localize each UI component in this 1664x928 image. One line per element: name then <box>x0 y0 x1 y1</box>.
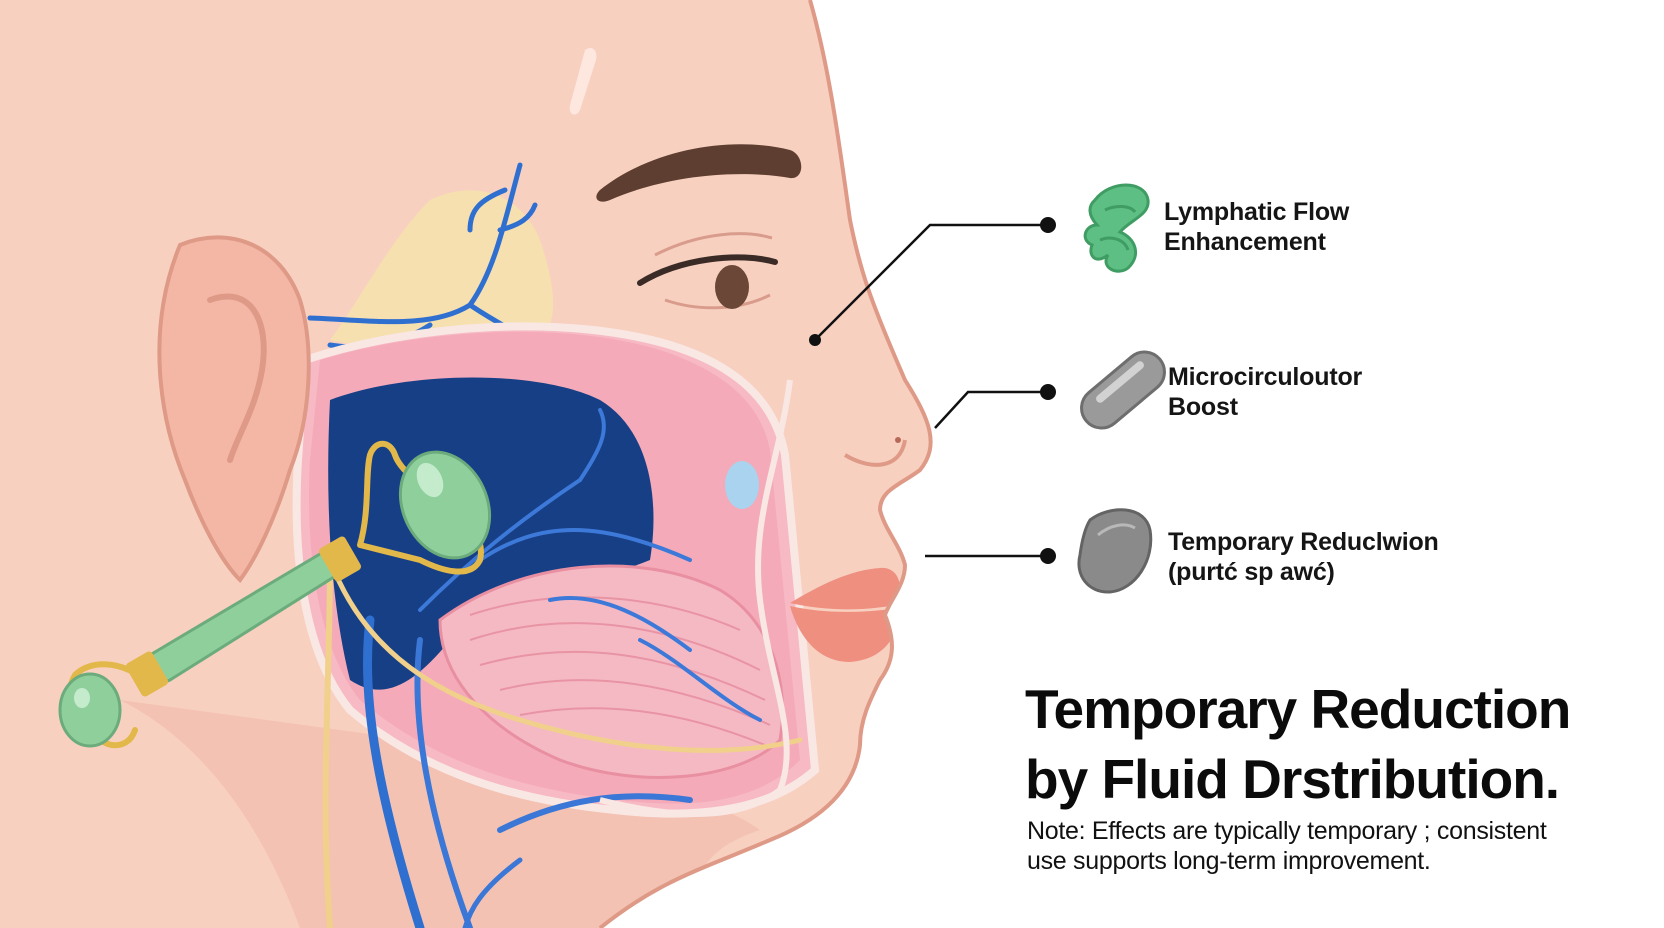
ear <box>157 235 311 584</box>
roller-stone-large-shine <box>416 462 444 498</box>
ear-inner <box>207 293 267 463</box>
upper-lip <box>790 567 900 610</box>
masseter-muscle <box>438 564 784 779</box>
neck <box>120 700 760 928</box>
callout-label-temporary-reduction: Temporary Reduclwion (purtć sp awć) <box>1168 527 1439 587</box>
callout-1-line-1: Lymphatic Flow <box>1164 198 1350 226</box>
eye-lid <box>637 254 778 286</box>
jade-roller <box>58 440 492 749</box>
callout-3-line-2: (purtć sp awć) <box>1168 558 1335 586</box>
headline-line-2: by Fluid Drstribution. <box>1025 748 1560 810</box>
iris <box>715 265 749 309</box>
callout-2-line-2: Boost <box>1168 393 1238 421</box>
note-line-2: use supports long-term improvement. <box>1027 847 1431 875</box>
eye-crease <box>654 232 773 257</box>
face-outline <box>598 0 933 928</box>
callout-3-line-1: Temporary Reduclwion <box>1168 528 1439 556</box>
nose <box>843 439 907 467</box>
lower-lip <box>790 606 899 662</box>
jaw-outline <box>599 379 793 817</box>
forehead-highlight <box>569 48 597 115</box>
leader-dot-1-end <box>1040 217 1056 233</box>
deep-cavity <box>328 377 654 690</box>
leader-dot-1-start <box>809 334 821 346</box>
leader-dot-3-end <box>1040 548 1056 564</box>
headline: Temporary Reduction by Fluid Drstributio… <box>1025 674 1571 814</box>
muscle-fibers <box>469 596 771 746</box>
leader-lines <box>814 223 1045 558</box>
eye-lower <box>664 293 771 310</box>
temple-tissue <box>330 190 554 355</box>
leader-dot-2-end <box>1040 384 1056 400</box>
disclaimer-note: Note: Effects are typically temporary ; … <box>1027 816 1547 876</box>
roller-collar-bottom <box>125 651 169 697</box>
callout-2-line-1: Microcirculoutor <box>1168 363 1363 391</box>
nasal-gland <box>725 461 759 509</box>
leader-line-1 <box>814 223 1045 341</box>
neck-veins <box>322 557 803 928</box>
cavity-veins <box>418 408 762 722</box>
lymph-node-icon <box>1083 183 1150 273</box>
callout-label-lymphatic: Lymphatic Flow Enhancement <box>1164 197 1349 257</box>
callout-label-microcirculation: Microcirculoutor Boost <box>1168 362 1362 422</box>
pebble-icon <box>1077 508 1153 594</box>
capsule-icon <box>1080 350 1166 430</box>
leader-line-2 <box>934 390 1045 429</box>
headline-line-1: Temporary Reduction <box>1025 678 1571 740</box>
roller-stone-small-shine <box>74 688 90 708</box>
callout-1-line-2: Enhancement <box>1164 228 1326 256</box>
nostril <box>895 437 901 443</box>
note-line-1: Note: Effects are typically temporary ; … <box>1027 817 1547 845</box>
roller-collar-top <box>318 536 362 582</box>
eyebrow <box>596 144 802 202</box>
roller-stone-small <box>58 672 122 748</box>
